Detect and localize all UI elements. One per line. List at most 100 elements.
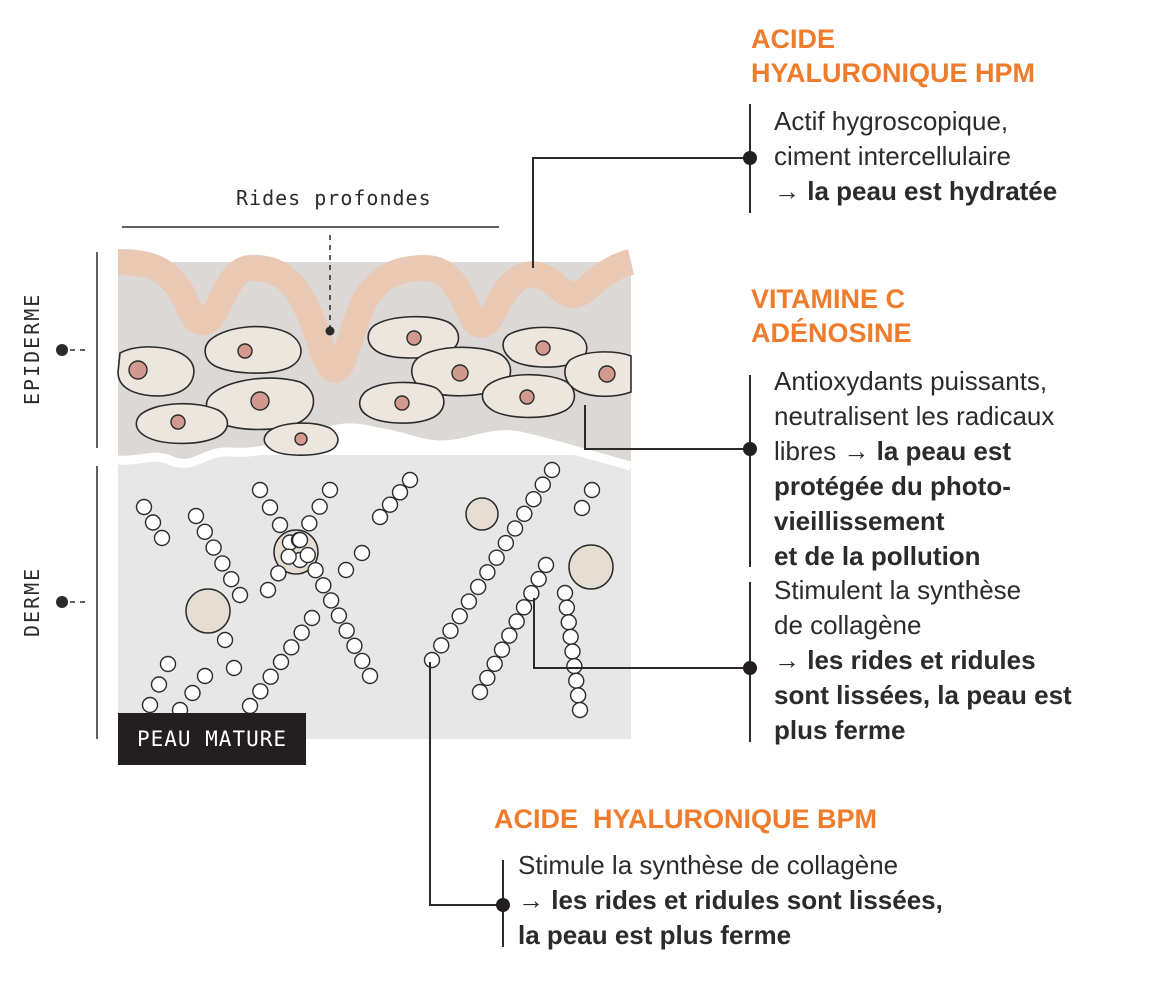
collagen-bead: [537, 556, 555, 574]
connector-dots: [496, 151, 757, 912]
derme-label: DERME: [20, 566, 44, 637]
collagen-bead: [460, 593, 478, 610]
vitc-description: Antioxydants puissants, neutralisent les…: [774, 366, 1055, 571]
collagen-bead: [433, 637, 450, 654]
collagen-bead: [442, 622, 459, 639]
skin-surface-wave: [117, 249, 635, 383]
collagen-bead: [568, 672, 585, 689]
collagen-bead: [222, 571, 240, 588]
collagen-bead: [241, 697, 259, 715]
collagen-bead: [321, 481, 339, 499]
collagen-bead: [534, 476, 551, 493]
connectors: [429, 157, 750, 906]
epiderme-dot: [56, 344, 68, 356]
collagen-bead: [251, 481, 269, 499]
collagen-bead: [293, 624, 310, 641]
collagen-bead: [371, 508, 389, 526]
collagen-bead: [560, 614, 577, 631]
collagen-bead: [346, 637, 363, 654]
basal-membrane: [117, 425, 633, 471]
collagen-bead: [262, 668, 279, 685]
collagen-description: Stimulent la synthèse de collagène → les…: [774, 575, 1072, 745]
collagen-bead: [231, 586, 249, 604]
collagen-bead: [353, 544, 371, 562]
collagen-bead: [506, 520, 524, 537]
collagen-bead: [573, 499, 591, 517]
collagen-bead: [381, 496, 399, 513]
collagen-bead: [153, 529, 171, 547]
collagen-bead: [569, 687, 587, 704]
collagen-bead: [566, 657, 583, 675]
collagen-bead: [259, 581, 277, 599]
collagen-bead: [493, 641, 511, 658]
collagen-bead: [301, 515, 318, 532]
collagen-bead: [307, 562, 324, 579]
collagen-bead: [141, 696, 159, 714]
hpm-title: ACIDE HYALURONIQUE HPM: [751, 24, 1036, 88]
collagen-bead: [144, 514, 162, 531]
collagen-bead: [488, 549, 505, 566]
collagen-bead: [543, 461, 561, 479]
collagen-bead: [303, 609, 321, 627]
cell-nuclei: [128, 330, 616, 446]
connector-collagen: [533, 598, 750, 669]
collagen-bead: [196, 667, 214, 685]
bpm-description: Stimule la synthèse de collagène → les r…: [518, 850, 943, 950]
derme-dot: [56, 596, 68, 608]
arrow-icon: →: [843, 436, 870, 466]
rides-profondes-label: Rides profondes: [236, 186, 432, 210]
collagen-bead: [135, 498, 153, 516]
collagen-bead: [423, 651, 441, 669]
cell: [117, 346, 195, 397]
collagen-bead: [508, 613, 525, 630]
collagen-bead: [280, 548, 297, 565]
collagen-bead: [469, 578, 487, 596]
connector-vitc: [584, 405, 750, 450]
collagen-bead: [523, 585, 540, 602]
collagen-fibers: [135, 461, 601, 719]
collagen-bead: [471, 683, 489, 701]
collagen-bead: [558, 599, 576, 616]
collagen-bead: [184, 684, 201, 702]
collagen-bead: [525, 491, 542, 508]
collagen-bead: [516, 505, 533, 523]
collagen-bead: [562, 628, 579, 646]
collagen-bead: [159, 655, 177, 673]
rides-dot: [325, 326, 335, 336]
cell: [564, 351, 632, 398]
connector-bpm: [429, 662, 503, 906]
connector-hpm: [532, 157, 750, 268]
bpm-title: ACIDE HYALURONIQUE BPM: [494, 804, 878, 834]
arrow-icon: →: [518, 885, 544, 915]
peau-mature-tag: PEAU MATURE: [118, 713, 306, 765]
collagen-bead: [187, 507, 205, 525]
collagen-bead: [556, 584, 574, 602]
collagen-bead: [571, 701, 589, 719]
collagen-bead: [451, 607, 468, 625]
epiderme-label: EPIDERME: [20, 292, 44, 405]
collagen-bead: [337, 561, 355, 579]
collagen-bead: [391, 484, 409, 501]
collagen-bead: [271, 516, 289, 534]
collagen-bead: [225, 659, 243, 677]
cell: [204, 325, 302, 374]
collagen-bead: [583, 481, 601, 499]
collagen-bead: [515, 599, 533, 616]
collagen-bead: [216, 631, 234, 649]
collagen-bead: [330, 607, 348, 624]
collagen-bead: [479, 669, 496, 687]
collagen-bead: [261, 499, 279, 516]
collagen-bead: [338, 622, 355, 639]
collagen-bead: [486, 655, 503, 672]
collagen-bead: [497, 534, 515, 552]
collagen-bead: [283, 639, 300, 656]
collagen-bead: [315, 577, 332, 594]
collagen-bead: [401, 471, 419, 489]
collagen-bead: [205, 539, 222, 556]
collagen-bead: [214, 555, 231, 572]
collagen-bead: [501, 627, 518, 644]
arrow-icon: →: [774, 176, 800, 206]
collagen-bead: [252, 683, 269, 700]
collagen-bead: [299, 546, 316, 564]
collagen-bead: [479, 564, 496, 581]
